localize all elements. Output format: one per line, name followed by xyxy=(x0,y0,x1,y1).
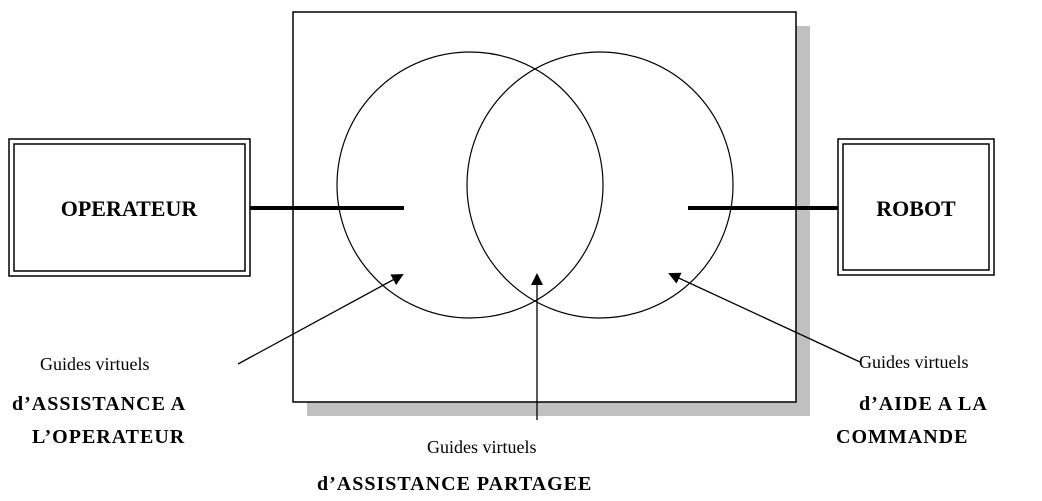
arrow-right-guide xyxy=(668,272,861,363)
left-guide-line1: Guides virtuels xyxy=(40,354,150,374)
right-guide-line1: Guides virtuels xyxy=(859,352,969,372)
command-aid-circle xyxy=(466,51,734,319)
robot-label: ROBOT xyxy=(876,196,956,221)
left-guide-caption: Guides virtuels d’ASSISTANCE A L’OPERATE… xyxy=(12,354,186,448)
right-guide-caption: Guides virtuels d’AIDE A LA COMMANDE xyxy=(836,352,988,448)
center-guide-line2: d’ASSISTANCE PARTAGEE xyxy=(317,473,592,495)
arrow-left-guide xyxy=(237,274,404,365)
robot-box: ROBOT xyxy=(837,138,995,276)
center-guide-line1: Guides virtuels xyxy=(427,437,537,457)
left-guide-line2: d’ASSISTANCE A xyxy=(12,393,186,415)
left-guide-line3: L’OPERATEUR xyxy=(32,426,185,448)
right-guide-line2: d’AIDE A LA xyxy=(859,393,988,415)
operator-label: OPERATEUR xyxy=(61,196,199,221)
center-guide-caption: Guides virtuels d’ASSISTANCE PARTAGEE xyxy=(317,437,592,495)
operator-assistance-circle xyxy=(336,51,604,319)
right-guide-line3: COMMANDE xyxy=(836,426,968,448)
operator-box: OPERATEUR xyxy=(8,138,251,277)
